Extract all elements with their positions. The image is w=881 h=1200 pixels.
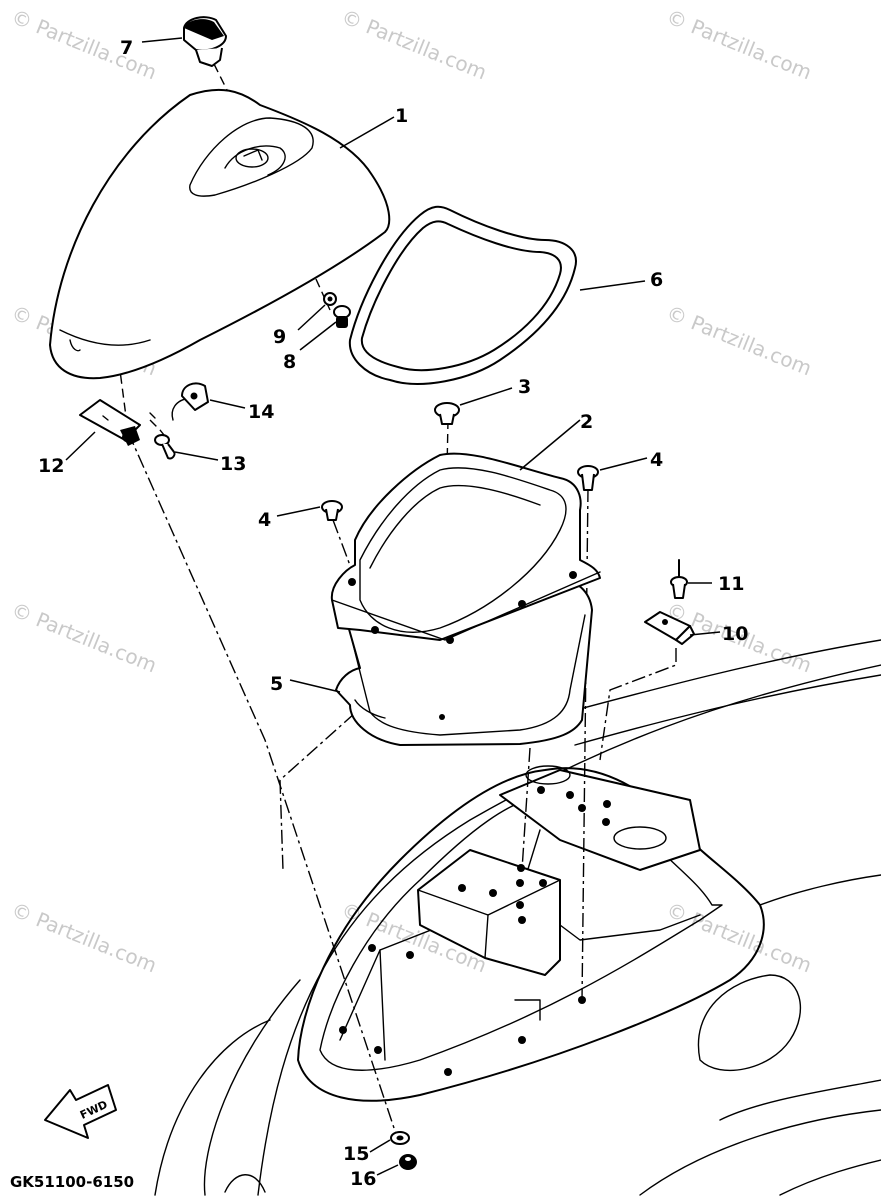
callout-labels: 7 1 6 9 8 3 14 2 12 13 4 4 11 10 5 15 16 [38, 37, 748, 1190]
hull-deck [154, 639, 881, 1196]
rivet-11-icon [670, 559, 688, 599]
watermark: © Partzilla.com [8, 597, 160, 677]
cap-7-icon [183, 16, 227, 67]
callout-12: 12 [38, 455, 64, 477]
small-parts [79, 16, 695, 1170]
watermark: © Partzilla.com [663, 4, 815, 84]
washer-15-icon [390, 1131, 410, 1145]
storage-box [330, 452, 601, 746]
hinge-12-icon [79, 399, 141, 446]
screw-4-left-icon [321, 500, 343, 521]
plug-3-icon [434, 402, 460, 425]
callout-3: 3 [518, 376, 531, 398]
leader-lines [65, 37, 721, 1176]
clip-14-icon [181, 382, 209, 411]
watermark: © Partzilla.com [8, 897, 160, 977]
callout-1: 1 [395, 105, 408, 127]
callout-11: 11 [718, 573, 744, 595]
diagram-code: GK51100-6150 [10, 1173, 134, 1191]
screw-13-icon [154, 434, 176, 460]
callout-15: 15 [343, 1143, 369, 1165]
callout-16: 16 [350, 1168, 376, 1190]
screw-4-right-icon [577, 465, 599, 491]
callout-10: 10 [722, 623, 748, 645]
watermark: © Partzilla.com [8, 4, 160, 84]
callout-8: 8 [283, 351, 296, 373]
watermark: © Partzilla.com [663, 897, 815, 977]
callout-2: 2 [580, 411, 593, 433]
callout-6: 6 [650, 269, 663, 291]
callout-4-left: 4 [258, 509, 271, 531]
forward-arrow-icon: FWD [44, 1084, 117, 1139]
nut-16-icon [399, 1154, 417, 1170]
callout-14: 14 [248, 401, 274, 423]
callout-7: 7 [120, 37, 133, 59]
callout-5: 5 [270, 673, 283, 695]
callout-9: 9 [273, 326, 286, 348]
grommet-8-icon [333, 305, 351, 328]
bracket-10-icon [644, 611, 695, 645]
callout-13: 13 [220, 453, 246, 475]
seal-gasket [348, 205, 577, 385]
watermark: © Partzilla.com [338, 4, 490, 84]
watermark: © Partzilla.com [663, 300, 815, 380]
hood-cover [49, 88, 391, 380]
callout-4-right: 4 [650, 449, 663, 471]
